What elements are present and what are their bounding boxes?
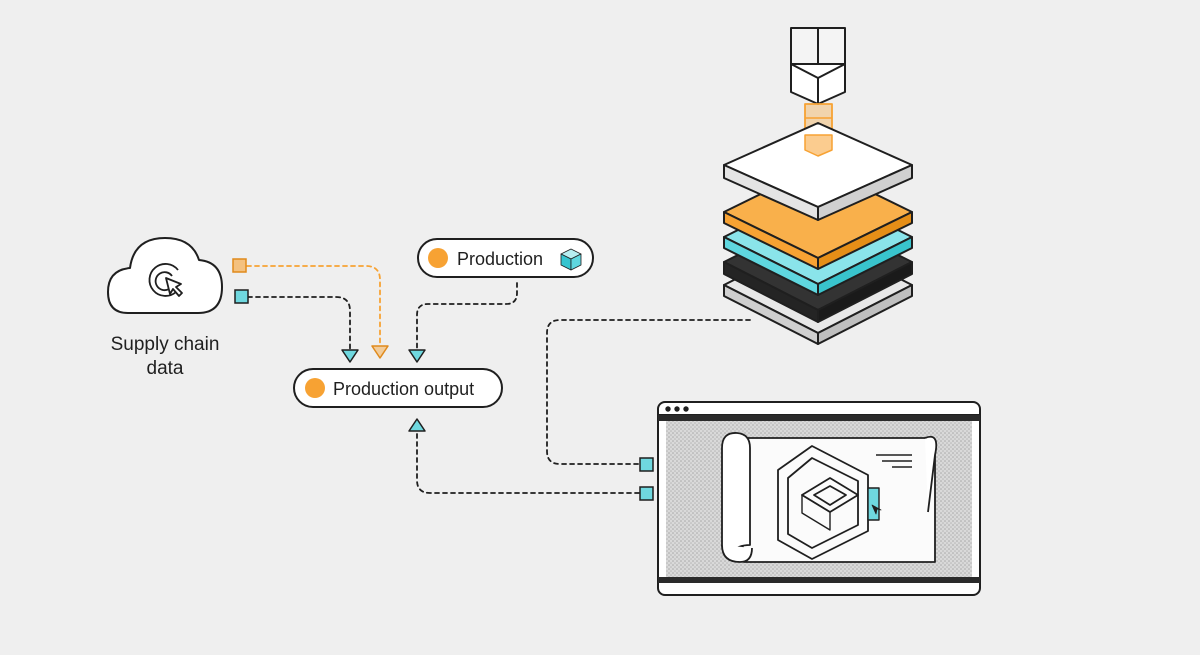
blueprint-window	[657, 401, 981, 596]
window-dot-minimize	[674, 406, 680, 412]
port-screen-bottom	[639, 486, 654, 501]
connector-printer-screen	[546, 319, 751, 465]
port-teal-square	[234, 289, 249, 304]
production-label: Production	[457, 249, 543, 269]
cloud-cursor-icon	[107, 237, 223, 314]
source-label-line2: data	[147, 358, 184, 379]
supply-chain-node: Supply chain data	[107, 237, 223, 379]
connector-source-output	[247, 296, 351, 350]
ports	[232, 258, 654, 501]
output-label: Production output	[333, 379, 474, 399]
cube-icon	[560, 248, 582, 271]
arrow-up-screen	[408, 418, 426, 432]
source-label-line1: Supply chain	[111, 334, 220, 355]
window-dot-close	[665, 406, 671, 412]
arrow-down-teal	[341, 349, 359, 363]
window-dot-maximize	[683, 406, 689, 412]
port-orange-square	[232, 258, 247, 273]
status-dot	[305, 378, 325, 398]
connector-screen-output	[416, 431, 640, 494]
connector-production-output	[416, 282, 518, 350]
connectors	[246, 265, 751, 494]
cursor-glyph	[148, 263, 183, 297]
blueprint-icon	[721, 432, 938, 563]
status-dot	[428, 248, 448, 268]
port-screen-top	[639, 457, 654, 472]
production-pill: Production	[417, 238, 594, 278]
connector-orange	[246, 265, 381, 346]
output-pill: Production output	[293, 368, 503, 408]
3d-printer-icon	[723, 27, 913, 345]
arrow-down-production	[408, 349, 426, 363]
arrow-down-orange	[371, 345, 389, 359]
